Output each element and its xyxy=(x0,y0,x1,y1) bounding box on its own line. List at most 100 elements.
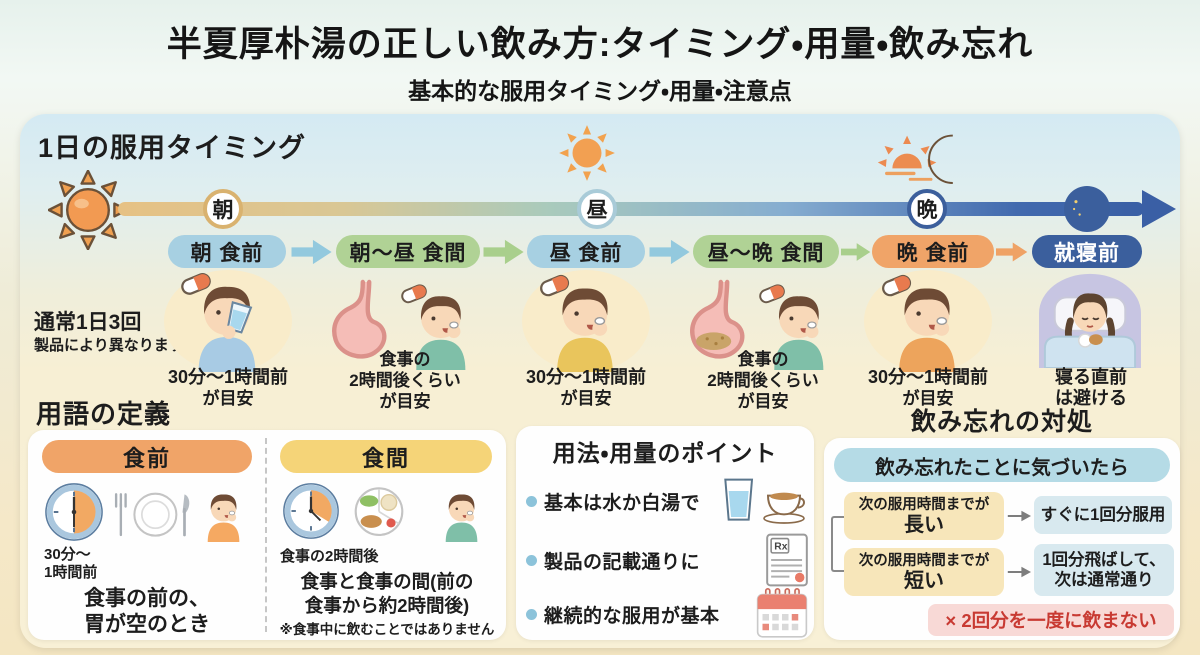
timing-section-title: 1日の服用タイミング xyxy=(38,133,307,163)
definitions-section-title: 用語の定義 xyxy=(36,399,172,429)
flow-arrow-icon xyxy=(841,238,871,266)
flow-arrow-icon xyxy=(996,238,1028,266)
dosage-point-water: 基本は水か白湯で xyxy=(526,472,810,530)
clock-before-meal-icon xyxy=(45,483,103,541)
condition-short: 次の服用時間までが 短い xyxy=(844,548,1004,596)
frequency-note-line1: 通常1日3回 xyxy=(34,311,142,334)
caption-before-meal: 30分〜1時間前 が目安 xyxy=(153,367,303,409)
between-meals-note: ※食事中に飲むことではありません xyxy=(279,622,495,637)
double-dose-warning: × 2回分を一度に飲まない xyxy=(928,604,1174,636)
calendar-icon xyxy=(756,588,808,638)
badge-evening-before-meal: 晩 食前 xyxy=(872,235,994,268)
before-meal-time-label: 30分〜 1時間前 xyxy=(44,546,97,582)
time-line: 30分〜 xyxy=(44,546,91,563)
divider xyxy=(265,438,267,632)
right-arrow-icon xyxy=(1007,565,1031,579)
condition-line: 短い xyxy=(904,569,944,592)
timeline-node-morning: 朝 xyxy=(203,189,243,229)
clock-between-meals-icon xyxy=(283,483,339,539)
desc-line: 食事と食事の間(前の xyxy=(300,571,474,592)
branch-bracket xyxy=(831,516,845,572)
page-title: 半夏厚朴湯の正しい飲み方:タイミング・用量・飲み忘れ xyxy=(166,25,1034,64)
missed-dose-card: 飲み忘れたことに気づいたら 次の服用時間までが 長い すぐに1回分服用 次の服用… xyxy=(824,438,1180,640)
before-meal-header: 食前 xyxy=(42,440,252,473)
condition-line: 長い xyxy=(904,513,944,536)
point-label: 製品の記載通りに xyxy=(544,551,701,573)
caption-line: 30分〜1時間前 xyxy=(525,367,647,387)
flow-arrow-icon xyxy=(483,238,525,266)
between-meals-time-label: 食事の2時間後 xyxy=(280,548,379,565)
frequency-note-line2: 製品により異なります xyxy=(34,337,184,354)
between-meals-header: 食間 xyxy=(280,440,492,473)
noon-sun-icon xyxy=(559,125,615,181)
definitions-card: 食前 食間 30分〜 1時間前 xyxy=(28,430,506,640)
rx-label: Rx xyxy=(774,542,787,553)
badge-morning-noon-between: 朝〜昼 食間 xyxy=(336,235,480,268)
action-take-now: すぐに1回分服用 xyxy=(1034,496,1172,534)
dosage-card: 用法・用量のポイント 基本は水か白湯で 製品の記載通りに Rx xyxy=(516,426,814,640)
condition-line: 次の服用時間までが xyxy=(858,496,990,513)
bullet-icon xyxy=(526,608,537,620)
night-moon-icon xyxy=(1064,186,1110,232)
caption-between-meals: 食事の 2時間後くらい が目安 xyxy=(688,349,838,412)
bullet-icon xyxy=(526,554,537,566)
caption-between-meals: 食事の 2時間後くらい が目安 xyxy=(330,349,480,412)
bullet-icon xyxy=(526,495,537,507)
person-drinking-water-icon xyxy=(170,268,282,372)
empty-plate-cutlery-icon xyxy=(114,492,190,537)
point-label: 基本は水か白湯で xyxy=(544,492,701,514)
timeline-bar xyxy=(118,202,1144,216)
caption-before-meal: 30分〜1時間前 が目安 xyxy=(853,367,1003,409)
condition-line: 次の服用時間までが xyxy=(858,552,990,569)
caption-line: が目安 xyxy=(902,389,954,408)
caption-bedtime: 寝る直前 は避ける xyxy=(1016,367,1166,409)
right-arrow-icon xyxy=(1007,509,1031,523)
caption-line: が目安 xyxy=(560,389,612,408)
desc-line: 食事から約2時間後) xyxy=(304,595,470,616)
caption-line: が目安 xyxy=(737,392,789,411)
dosage-point-continuous: 継続的な服用が基本 xyxy=(526,588,810,640)
timeline-node-noon: 昼 xyxy=(577,189,617,229)
flow-arrow-icon xyxy=(649,238,691,266)
dosage-point-label-directions: 製品の記載通りに Rx xyxy=(526,532,810,588)
node-label: 昼 xyxy=(586,199,608,222)
page-subtitle: 基本的な服用タイミング・用量・注意点 xyxy=(408,78,792,104)
sunset-moon-icon xyxy=(877,134,953,184)
badge-noon-evening-between: 昼〜晩 食間 xyxy=(693,235,839,268)
person-taking-pill-icon xyxy=(194,478,252,548)
caption-line: が目安 xyxy=(202,389,254,408)
missed-dose-trigger: 飲み忘れたことに気づいたら xyxy=(834,448,1170,482)
badge-bedtime: 就寝前 xyxy=(1032,235,1142,268)
action-skip-dose: 1回分飛ばして、 次は通常通り xyxy=(1034,544,1174,596)
caption-line: 食事の xyxy=(379,350,431,369)
morning-sun-icon xyxy=(48,170,128,250)
caption-before-meal: 30分〜1時間前 が目安 xyxy=(511,367,661,409)
full-stomach-icon xyxy=(684,276,748,368)
node-label: 朝 xyxy=(212,199,234,222)
node-label: 晩 xyxy=(916,199,938,222)
action-line: 次は通常通り xyxy=(1054,571,1154,589)
water-and-cup-icon xyxy=(724,478,805,524)
missed-dose-title: 飲み忘れの対処 xyxy=(910,408,1093,436)
caption-line: 寝る直前 xyxy=(1055,367,1127,387)
person-taking-pill-icon xyxy=(432,478,490,548)
action-line: 1回分飛ばして、 xyxy=(1042,551,1166,569)
caption-line: 30分〜1時間前 xyxy=(867,367,989,387)
condition-long: 次の服用時間までが 長い xyxy=(844,492,1004,540)
point-label: 継続的な服用が基本 xyxy=(544,605,720,627)
dosage-title: 用法・用量のポイント xyxy=(552,440,778,466)
between-meals-description: 食事と食事の間(前の 食事から約2時間後) xyxy=(276,570,498,618)
caption-line: が目安 xyxy=(379,392,431,411)
badge-morning-before-meal: 朝 食前 xyxy=(168,235,286,268)
desc-line: 胃が空のとき xyxy=(84,613,210,636)
meal-plate-icon xyxy=(354,487,404,536)
caption-line: 2時間後くらい xyxy=(349,371,461,390)
timeline-arrowhead xyxy=(1142,190,1176,228)
caption-line: 2時間後くらい xyxy=(707,371,819,390)
timeline-node-evening: 晩 xyxy=(907,189,947,229)
sleeping-person-icon xyxy=(1039,273,1141,368)
caption-line: 食事の xyxy=(737,350,789,369)
caption-line: は避ける xyxy=(1055,388,1127,408)
person-taking-pill-icon xyxy=(528,270,640,372)
